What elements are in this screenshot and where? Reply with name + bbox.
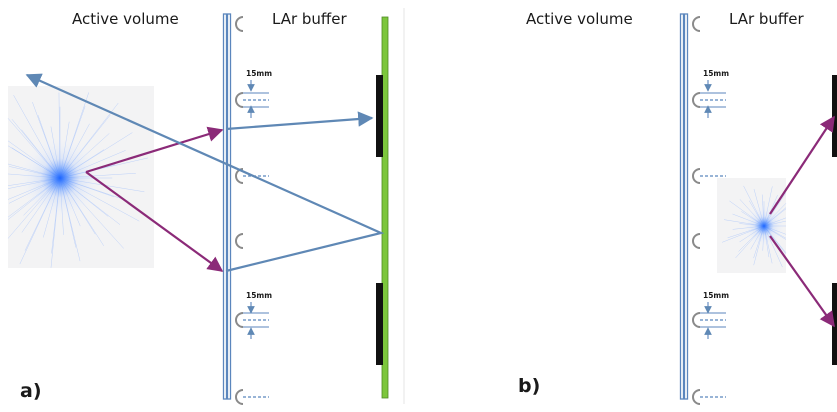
field-shaper-electrodes bbox=[692, 16, 726, 405]
field-cage-inner-rail bbox=[679, 13, 685, 400]
electrode-profile bbox=[692, 312, 701, 328]
photon-path-to-detector bbox=[225, 111, 374, 131]
electrode-profile bbox=[692, 233, 701, 249]
panel-tag: a) bbox=[20, 380, 42, 402]
panel-a: Active volume LAr buffer 15mm 15mm a bbox=[7, 10, 389, 405]
photodetector-top bbox=[376, 75, 383, 157]
electrode-profile bbox=[692, 92, 701, 108]
active-volume-label: Active volume bbox=[72, 10, 179, 28]
dimension-label: 15mm bbox=[703, 291, 729, 300]
photon-path-direct-down bbox=[85, 171, 224, 272]
lar-buffer-label: LAr buffer bbox=[729, 10, 804, 28]
electrode-profile bbox=[235, 233, 244, 249]
electrode-profile bbox=[692, 16, 701, 32]
photon-path-up bbox=[769, 115, 835, 215]
electrode-profile bbox=[235, 312, 244, 328]
dimension-label: 15mm bbox=[246, 291, 272, 300]
electrode-profile bbox=[692, 168, 701, 184]
active-volume-label: Active volume bbox=[526, 10, 633, 28]
dimension-marker-bottom: 15mm bbox=[703, 291, 729, 339]
panel-tag: b) bbox=[518, 375, 540, 397]
scintillation-glow bbox=[16, 134, 104, 222]
field-cage-inner-rail bbox=[222, 13, 228, 400]
dimension-label: 15mm bbox=[246, 69, 272, 78]
electrode-profile bbox=[235, 92, 244, 108]
dimension-label: 15mm bbox=[703, 69, 729, 78]
reflector-panel bbox=[381, 16, 389, 399]
photon-path-reflected bbox=[25, 73, 385, 273]
electrode-profile bbox=[235, 389, 244, 405]
field-cage-outer-rail bbox=[683, 13, 689, 400]
dimension-marker-bottom: 15mm bbox=[246, 291, 272, 339]
field-cage-outer-rail bbox=[226, 13, 232, 400]
photodetector-top bbox=[832, 75, 837, 157]
scintillation-glow bbox=[742, 204, 786, 248]
panel-b: Active volume LAr buffer 15mm 15mm b) bbox=[518, 10, 837, 405]
electrode-profile bbox=[235, 16, 244, 32]
dimension-marker-top: 15mm bbox=[246, 69, 272, 118]
photodetector-bottom bbox=[376, 283, 383, 365]
lar-buffer-label: LAr buffer bbox=[272, 10, 347, 28]
photon-path-down bbox=[769, 235, 835, 328]
electrode-profile bbox=[692, 389, 701, 405]
photon-path-direct-up bbox=[85, 126, 224, 174]
dimension-marker-top: 15mm bbox=[703, 69, 729, 118]
field-shaper-electrodes bbox=[235, 16, 269, 405]
